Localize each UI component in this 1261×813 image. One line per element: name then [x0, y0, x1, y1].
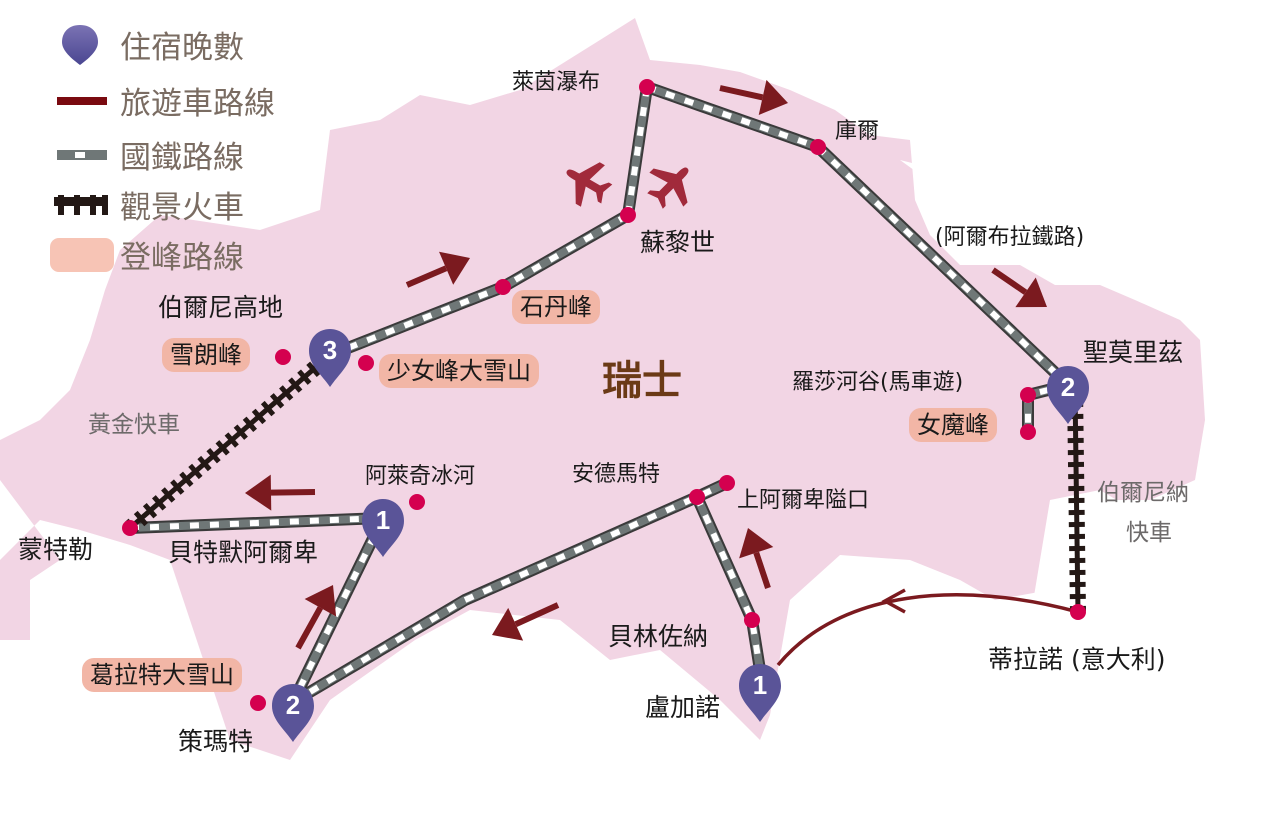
- direction-arrow-icon-shaft: [753, 551, 771, 589]
- nights-count: 2: [286, 690, 300, 720]
- scenic-golden-pass-ties: [124, 348, 336, 535]
- nights-count: 1: [376, 505, 390, 535]
- airplane-landing-icon: [566, 162, 613, 207]
- pin-icon: [62, 24, 98, 65]
- train-name-bernina-line2: 快車: [1126, 520, 1172, 546]
- direction-arrow-icon-head: [758, 79, 788, 115]
- direction-arrow-icon-shaft: [514, 602, 560, 627]
- direction-arrow-icon-shaft: [991, 267, 1028, 295]
- rail-chur-stmoritz-base: [815, 144, 1071, 388]
- legend-item-tour-bus: 旅遊車路線: [52, 78, 275, 123]
- station-label-zermatt: 策瑪特: [178, 727, 254, 756]
- scenic-train-line-icon: [54, 194, 108, 215]
- station-dot: [719, 475, 735, 491]
- station-dot: [639, 79, 655, 95]
- legend-label: 觀景火車: [120, 190, 244, 226]
- rail-montreux-bettmeralp-dashes: [129, 515, 384, 531]
- direction-arrow-icon-head: [304, 585, 337, 617]
- station-dot: [620, 207, 636, 223]
- legend-item-summit: 登峰路線: [50, 232, 244, 277]
- switzerland-land-shape: [0, 18, 1205, 760]
- tour-bus-route: [776, 593, 1079, 667]
- train-name-golden-pass: 黃金快車: [88, 412, 180, 438]
- train-name-bernina-line1: 伯爾尼納: [1097, 480, 1189, 506]
- peak-label-jungfrau: 少女峰大雪山: [379, 354, 539, 388]
- station-dot: [250, 695, 266, 711]
- rail-bettmeralp-zermatt-dashes: [290, 516, 386, 704]
- tour-bus-line-icon: [57, 96, 107, 105]
- rail-note-albula: (阿爾布拉鐵路): [935, 225, 1085, 250]
- summit-route-swatch-icon: [50, 237, 114, 272]
- nights-pin-icon: [362, 499, 404, 557]
- station-dot: [409, 494, 425, 510]
- direction-arrow-icon-head: [492, 607, 524, 641]
- legend-label: 國鐵路線: [120, 140, 244, 176]
- station-label-bernese-oberland: 伯爾尼高地: [158, 293, 284, 322]
- legend-item-scenic-train: 觀景火車: [52, 182, 244, 227]
- tour-bus-arrowhead: [881, 588, 906, 614]
- national-rail-line-icon: [57, 149, 107, 160]
- nights-pin-icon: [309, 329, 351, 387]
- direction-arrow-icon-head: [245, 474, 272, 511]
- station-label-oberalp-pass: 上阿爾卑隘口: [737, 488, 870, 513]
- direction-arrow-icon-head: [439, 251, 470, 285]
- station-label-chur: 庫爾: [835, 119, 880, 144]
- direction-arrow-icon-shaft: [270, 489, 316, 496]
- direction-arrow-icon-shaft: [719, 85, 764, 101]
- direction-arrow-icon-head: [1015, 277, 1047, 308]
- direction-arrow-icon-shaft: [405, 265, 448, 288]
- nights-count: 1: [753, 670, 767, 700]
- station-dot: [689, 489, 705, 505]
- peak-label-schilthorn: 雪朗峰: [162, 338, 250, 372]
- station-dot: [1020, 424, 1036, 440]
- rail-rhine-chur-base: [645, 83, 820, 151]
- airplane-takeoff-icon: [647, 167, 689, 209]
- station-dot: [275, 349, 291, 365]
- station-label-st-moritz: 聖莫里茲: [1083, 338, 1184, 367]
- station-label-andermatt: 安德馬特: [572, 462, 661, 487]
- rail-chur-stmoritz-dashes: [815, 144, 1071, 388]
- station-dot: [122, 520, 138, 536]
- station-label-tirano: 蒂拉諾 (意大利): [988, 645, 1166, 674]
- station-label-bettmeralp: 貝特默阿爾卑: [168, 538, 319, 567]
- nights-count: 2: [1061, 372, 1075, 402]
- station-label-montreux: 蒙特勒: [18, 535, 94, 564]
- nights-pin-icon: [739, 664, 781, 722]
- station-dot: [1070, 604, 1086, 620]
- legend-label: 登峰路線: [120, 240, 244, 276]
- rail-zermatt-andermatt-dashes: [291, 480, 729, 705]
- peak-label-stanserhorn: 石丹峰: [512, 290, 600, 324]
- station-dot: [810, 139, 826, 155]
- legend-item-national-rail: 國鐵路線: [52, 132, 244, 177]
- peak-label-gornergrat: 葛拉特大雪山: [82, 658, 242, 692]
- station-label-lugano: 盧加諾: [645, 693, 721, 722]
- station-label-rhine-falls: 萊茵瀑布: [512, 70, 601, 95]
- direction-arrow-icon-head: [739, 528, 774, 559]
- legend-label: 住宿晚數: [120, 30, 244, 66]
- rail-zurich-rhine-dashes: [625, 86, 650, 216]
- station-label-roseg-valley: 羅莎河谷(馬車遊): [792, 370, 964, 395]
- station-dot: [1020, 387, 1036, 403]
- station-dot: [358, 355, 374, 371]
- legend-item-nights: 住宿晚數: [52, 22, 244, 67]
- station-dot: [744, 612, 760, 628]
- peak-label-diavolezza: 女魔峰: [909, 408, 997, 442]
- nights-pin-icon: [1047, 366, 1089, 424]
- station-label-bellinzona: 貝林佐納: [608, 622, 709, 651]
- legend-label: 旅遊車路線: [120, 86, 275, 122]
- scenic-bernina-ties: [1067, 389, 1086, 613]
- direction-arrow-icon-shaft: [295, 606, 323, 650]
- nights-count: 3: [323, 335, 337, 365]
- rail-andermatt-lugano-dashes: [694, 495, 763, 671]
- station-dot: [495, 279, 511, 295]
- station-label-aletsch-glacier: 阿萊奇冰河: [365, 464, 476, 489]
- nights-pin-icon: [272, 684, 314, 742]
- station-label-zurich: 蘇黎世: [640, 228, 716, 257]
- country-label: 瑞士: [602, 358, 682, 404]
